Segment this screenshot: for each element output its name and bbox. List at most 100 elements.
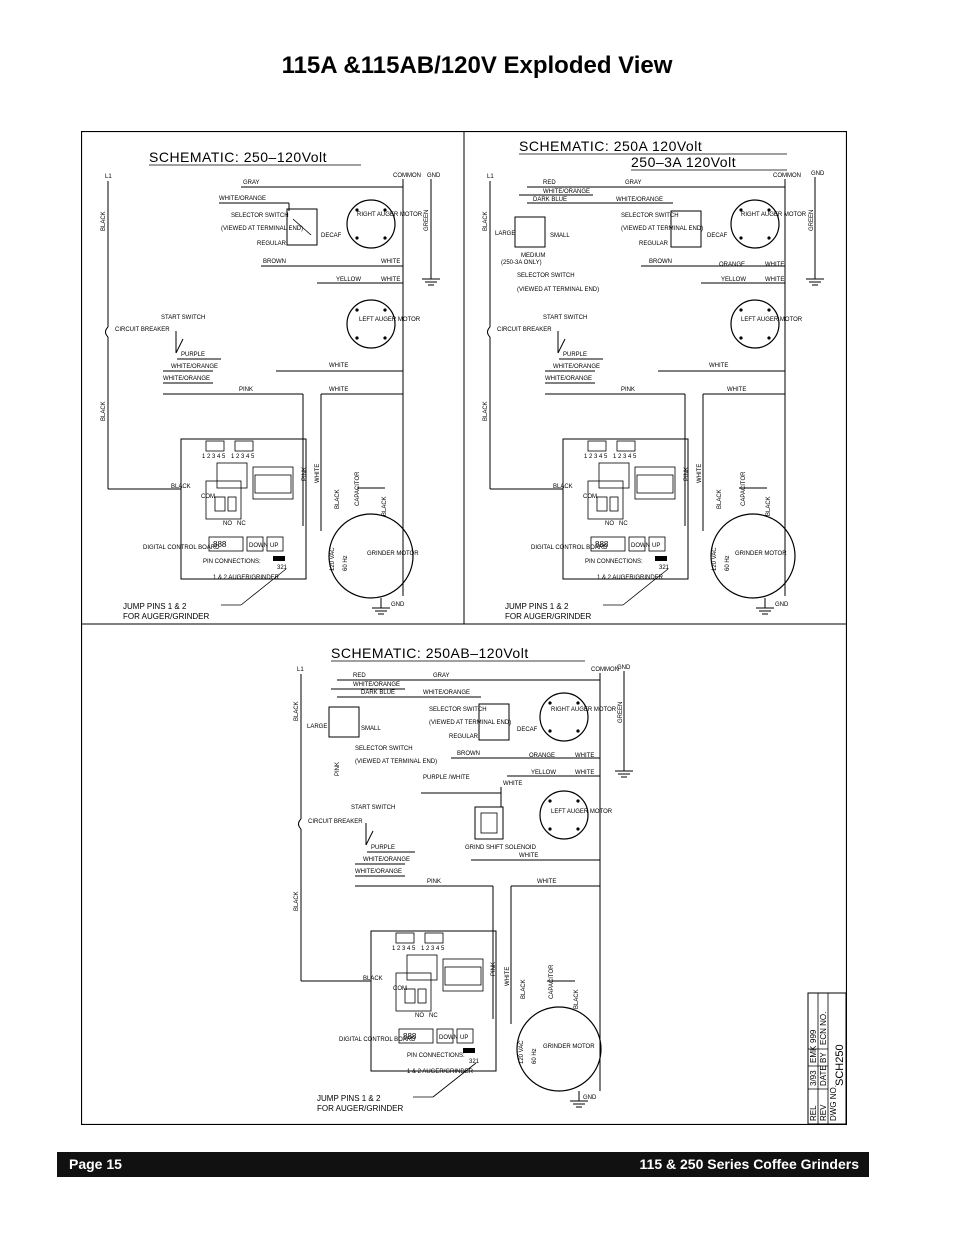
selector-switch-label-3: SELECTOR SWITCH	[429, 707, 487, 713]
hz-label-2: 60 Hz	[725, 555, 731, 571]
white-label-4: WHITE	[329, 387, 348, 393]
white-label-2: WHITE	[381, 277, 400, 283]
white-label-2a: WHITE	[765, 262, 784, 268]
title-block: REL 3/93 EMK 999 REV DATE BY ECN NO. DWG…	[807, 992, 847, 1125]
white-orange-label-2b: WHITE/ORANGE	[616, 197, 663, 203]
down-label-3: DOWN	[439, 1035, 458, 1041]
left-auger-motor-label-3: LEFT AUGER MOTOR	[551, 809, 613, 815]
decaf-label: DECAF	[321, 233, 342, 239]
terminals-right-3: 1 2 3 4 5	[421, 946, 445, 952]
rel-by: EMK	[809, 1045, 818, 1063]
terminals-right: 1 2 3 4 5	[231, 454, 255, 460]
display-digits-3: 888	[403, 1032, 417, 1041]
white-orange-label-3: WHITE/ORANGE	[163, 376, 210, 382]
yellow-label: YELLOW	[336, 277, 361, 283]
rev-ecn-label: ECN NO.	[819, 1012, 828, 1045]
com-label-3: COM	[393, 986, 407, 992]
viewed-at-label-2: (VIEWED AT TERMINAL END)	[621, 226, 703, 232]
schematic-title-3: SCHEMATIC: 250AB–120Volt	[331, 645, 529, 661]
nc-label-3: NC	[429, 1013, 438, 1019]
footer-bar: Page 15 115 & 250 Series Coffee Grinders	[57, 1152, 869, 1177]
white-label-2b: WHITE	[765, 277, 784, 283]
digital-control-board-label-2: DIGITAL CONTROL BOARD	[531, 545, 608, 551]
grinder-motor-label-3: GRINDER MOTOR	[543, 1044, 595, 1050]
up-label-3: UP	[460, 1035, 468, 1041]
gnd-label-2: GND	[811, 171, 825, 177]
black-label-bottom-2: BLACK	[483, 401, 489, 421]
pins-321-label-2: 321	[659, 565, 670, 571]
l1-label: L1	[105, 174, 112, 180]
black-label-com-2: BLACK	[553, 484, 573, 490]
purple-white-label: PURPLE /WHITE	[423, 775, 470, 781]
black-label-top-3: BLACK	[294, 701, 300, 721]
common-label: COMMON	[393, 173, 421, 179]
white-orange-label-2: WHITE/ORANGE	[171, 364, 218, 370]
gnd-label-3: GND	[617, 665, 631, 671]
medium-note-label: (250-3A ONLY)	[501, 260, 542, 266]
pink-label-3a: PINK	[335, 762, 341, 776]
gnd-label-bottom: GND	[391, 602, 405, 608]
black-label-com: BLACK	[171, 484, 191, 490]
l1-label-3: L1	[297, 667, 304, 673]
purple-label-3: PURPLE	[371, 845, 395, 851]
start-switch-label-2: START SWITCH	[543, 315, 587, 321]
white-label-3b: WHITE	[575, 770, 594, 776]
black-label-bottom-3: BLACK	[294, 891, 300, 911]
selector-switch-label-2: SELECTOR SWITCH	[621, 213, 679, 219]
regular-label-2: REGULAR	[639, 241, 669, 247]
up-label: UP	[270, 543, 278, 549]
orange-label-2: ORANGE	[719, 262, 745, 268]
for-auger-grinder-label-2: FOR AUGER/GRINDER	[505, 612, 591, 621]
gnd-label-bottom-2: GND	[775, 602, 789, 608]
vac-label: 120 VAC	[330, 547, 336, 571]
schematic-sheet: SCHEMATIC: 250–120Volt L1 BLACK BLACK CI…	[81, 131, 847, 1125]
series-title: 115 & 250 Series Coffee Grinders	[639, 1156, 859, 1172]
red-label-3: RED	[353, 673, 366, 679]
black-cap-right-2: BLACK	[766, 496, 772, 516]
com-label: COM	[201, 494, 215, 500]
decaf-label-3: DECAF	[517, 727, 538, 733]
common-label-3: COMMON	[591, 667, 619, 673]
selector-switch-label-2a: SELECTOR SWITCH	[517, 273, 575, 279]
brown-label-2: BROWN	[649, 259, 672, 265]
regular-label: REGULAR	[257, 241, 287, 247]
nc-label: NC	[237, 521, 246, 527]
l1-label-2: L1	[487, 174, 494, 180]
selector-switch-label: SELECTOR SWITCH	[231, 213, 289, 219]
large-label: LARGE	[495, 231, 515, 237]
no-label-2: NO	[605, 521, 614, 527]
auger-grinder-label-3: 1 & 2 AUGER/GRINDER	[407, 1069, 474, 1075]
white-label-3d: WHITE	[519, 853, 538, 859]
pink-label-vertical: PINK	[302, 467, 308, 481]
schematic-250ab-120v: SCHEMATIC: 250AB–120Volt L1 BLACK BLACK …	[294, 645, 634, 1113]
white-orange-label-3a: WHITE/ORANGE	[353, 682, 400, 688]
vac-label-3: 120 VAC	[519, 1040, 525, 1064]
black-cap-left-3: BLACK	[521, 979, 527, 999]
medium-label: MEDIUM	[521, 253, 545, 259]
for-auger-grinder-label: FOR AUGER/GRINDER	[123, 612, 209, 621]
red-label: RED	[543, 180, 556, 186]
schematic-title-2: SCHEMATIC: 250A 120Volt	[519, 138, 702, 154]
white-orange-label-3b: WHITE/ORANGE	[423, 690, 470, 696]
black-cap-left-2: BLACK	[717, 489, 723, 509]
white-label-vertical: WHITE	[315, 464, 321, 483]
small-label: SMALL	[550, 233, 570, 239]
pink-label-3: PINK	[427, 879, 441, 885]
white-label-2d: WHITE	[727, 387, 746, 393]
rev-date-label: DATE	[819, 1065, 828, 1086]
green-label-2: GREEN	[809, 210, 815, 231]
small-label-3: SMALL	[361, 726, 381, 732]
yellow-label-2: YELLOW	[721, 277, 746, 283]
for-auger-grinder-label-3: FOR AUGER/GRINDER	[317, 1104, 403, 1113]
purple-label-2: PURPLE	[563, 352, 587, 358]
jump-pins-label-3: JUMP PINS 1 & 2	[317, 1094, 381, 1103]
rev-by-label: BY	[819, 1052, 828, 1063]
no-label: NO	[223, 521, 232, 527]
white-label-2c: WHITE	[709, 363, 728, 369]
brown-label-3: BROWN	[457, 751, 480, 757]
rev-label: REV	[819, 1104, 828, 1121]
gray-label-2: GRAY	[625, 180, 642, 186]
page-title: 115A &115AB/120V Exploded View	[281, 52, 673, 79]
pink-label-vertical-3: PINK	[491, 962, 497, 976]
white-orange-label-2d: WHITE/ORANGE	[545, 376, 592, 382]
